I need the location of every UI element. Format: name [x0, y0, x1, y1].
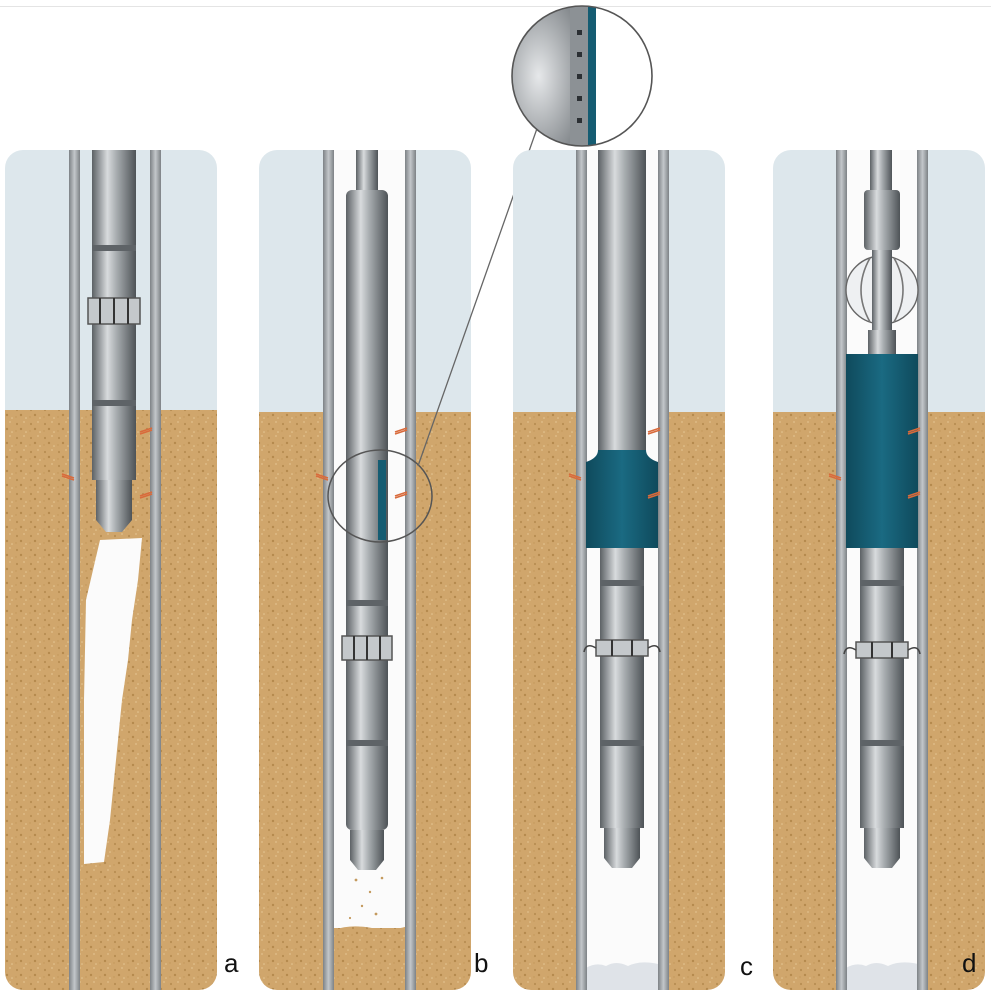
perforation-a2	[61, 473, 75, 481]
sealant-strip-b	[378, 460, 386, 540]
zoom-circle-b	[327, 449, 433, 543]
perforation-d1	[907, 427, 921, 435]
magnifier-lens	[511, 5, 653, 147]
centralizer-d	[843, 641, 921, 659]
perforation-d2	[828, 473, 842, 481]
casing-right-b	[405, 150, 416, 990]
panel-c	[513, 150, 725, 990]
settled-debris-d	[846, 962, 918, 990]
tool-nose-d	[864, 828, 900, 868]
bow-spring-centralizer-d	[845, 250, 919, 330]
panel-label-c: c	[740, 951, 753, 981]
casing-left-c	[576, 150, 587, 990]
tool-body-b	[346, 190, 388, 830]
upper-sub-d	[864, 190, 900, 250]
sand-fill-b	[334, 926, 408, 990]
perforation-c1	[647, 427, 661, 435]
top-border-line	[0, 6, 991, 7]
casing-left-a	[69, 150, 80, 990]
washout-cavity-a	[84, 538, 142, 864]
casing-right-c	[658, 150, 669, 990]
panel-label-b: b	[474, 948, 489, 978]
perforation-b1	[394, 427, 408, 435]
casing-right-a	[150, 150, 161, 990]
panel-label-a: a	[224, 948, 239, 978]
sealant-plug-d	[846, 354, 918, 548]
tool-nose-b	[350, 830, 384, 870]
casing-right-d	[917, 150, 928, 990]
casing-left-d	[836, 150, 847, 990]
settled-debris-c	[586, 962, 658, 990]
tool-nose-a	[96, 480, 132, 532]
lower-tool-body-c	[600, 548, 644, 828]
lens-sealant-layer	[588, 6, 596, 146]
panel-d	[773, 150, 985, 990]
falling-sand-b	[348, 876, 384, 920]
lower-tool-body-d	[860, 548, 904, 828]
casing-left-b	[323, 150, 334, 990]
perforation-c3	[647, 491, 661, 499]
panel-b	[259, 150, 471, 990]
perforation-a1	[139, 427, 153, 435]
sealant-plug-c	[586, 450, 658, 548]
tool-nose-c	[604, 828, 640, 868]
upper-tool-body-c	[598, 150, 646, 450]
centralizer-c	[583, 639, 661, 657]
perforation-a3	[139, 491, 153, 499]
panel-label-d: d	[962, 948, 977, 978]
perforation-d3	[907, 491, 921, 499]
panel-a	[5, 150, 217, 990]
perforation-c2	[568, 473, 582, 481]
perforation-b3	[394, 491, 408, 499]
perforation-b2	[315, 473, 329, 481]
